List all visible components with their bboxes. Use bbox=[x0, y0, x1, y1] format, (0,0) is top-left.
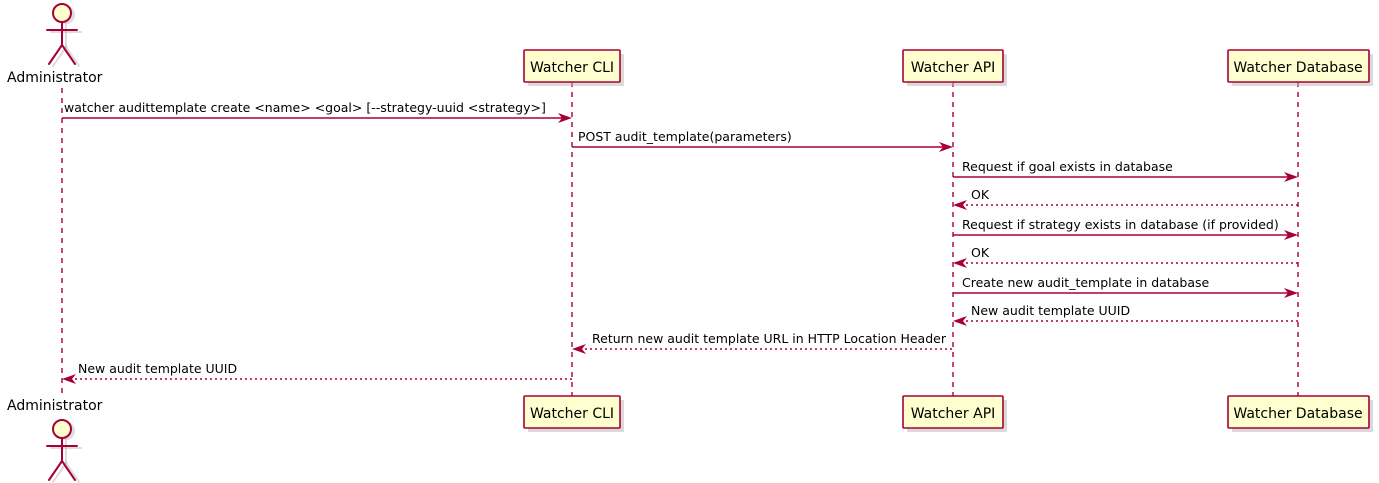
participant-box[interactable] bbox=[902, 49, 1004, 83]
participant-box[interactable] bbox=[1227, 395, 1370, 429]
participant-watcher-database-bottom[interactable]: Watcher Database bbox=[1227, 395, 1373, 432]
arrow-head-right-icon bbox=[1284, 230, 1298, 240]
participant-box[interactable] bbox=[1227, 49, 1370, 83]
message-3-request-if-goal-exists[interactable]: Request if goal exists in database bbox=[953, 159, 1298, 182]
actor-right-leg-line bbox=[61, 460, 76, 481]
arrow-head-right-icon bbox=[1284, 172, 1298, 182]
participant-label-watcher-database: Watcher Database bbox=[1233, 60, 1362, 76]
arrow-head-left-icon bbox=[953, 258, 967, 268]
participant-watcher-api-bottom[interactable]: Watcher API bbox=[902, 395, 1007, 432]
participant-label-watcher-cli: Watcher CLI bbox=[530, 60, 614, 76]
message-label: Create new audit_template in database bbox=[962, 275, 1209, 290]
arrow-head-right-icon bbox=[939, 142, 953, 152]
actor-left-leg-line bbox=[48, 460, 63, 481]
participant-watcher-api-top[interactable]: Watcher API bbox=[902, 49, 1007, 86]
actor-left-leg-line bbox=[48, 44, 63, 65]
message-1-watcher-audittemplate-create[interactable]: watcher audittemplate create <name> <goa… bbox=[62, 100, 572, 123]
participant-box[interactable] bbox=[902, 395, 1004, 429]
arrow-head-left-icon bbox=[953, 316, 967, 326]
message-label: Request if strategy exists in database (… bbox=[962, 217, 1279, 232]
message-7-create-new-audit-template[interactable]: Create new audit_template in database bbox=[953, 275, 1298, 298]
arrow-head-right-icon bbox=[558, 113, 572, 123]
arrow-head-right-icon bbox=[1284, 288, 1298, 298]
message-4-ok[interactable]: OK bbox=[953, 187, 1298, 210]
actor-head-icon bbox=[52, 3, 72, 23]
message-label: watcher audittemplate create <name> <goa… bbox=[64, 100, 546, 115]
actor-administrator-top[interactable]: Administrator bbox=[7, 3, 103, 86]
message-label: New audit template UUID bbox=[971, 303, 1130, 318]
message-8-new-audit-template-uuid[interactable]: New audit template UUID bbox=[953, 303, 1298, 326]
actor-label-administrator-bottom: Administrator bbox=[7, 398, 103, 414]
message-label: Request if goal exists in database bbox=[962, 159, 1173, 174]
participant-watcher-cli-top[interactable]: Watcher CLI bbox=[523, 49, 624, 86]
actor-label-administrator-top: Administrator bbox=[7, 70, 103, 86]
lifelines-group bbox=[61, 82, 1299, 398]
message-10-new-audit-template-uuid[interactable]: New audit template UUID bbox=[62, 361, 572, 384]
message-label: New audit template UUID bbox=[78, 361, 237, 376]
message-2-post-audit-template[interactable]: POST audit_template(parameters) bbox=[572, 129, 953, 152]
actor-administrator-bottom[interactable]: Administrator bbox=[7, 398, 103, 483]
arrow-head-left-icon bbox=[572, 344, 586, 354]
message-label: Return new audit template URL in HTTP Lo… bbox=[592, 331, 947, 346]
participant-box[interactable] bbox=[523, 395, 621, 429]
participant-label-watcher-database: Watcher Database bbox=[1233, 406, 1362, 422]
participant-label-watcher-api: Watcher API bbox=[911, 406, 996, 422]
message-5-request-if-strategy-exists[interactable]: Request if strategy exists in database (… bbox=[953, 217, 1298, 240]
arrow-head-left-icon bbox=[62, 374, 76, 384]
message-label: OK bbox=[971, 187, 990, 202]
message-6-ok[interactable]: OK bbox=[953, 245, 1298, 268]
participant-label-watcher-cli: Watcher CLI bbox=[530, 406, 614, 422]
message-9-return-audit-template-url[interactable]: Return new audit template URL in HTTP Lo… bbox=[572, 331, 953, 354]
participant-box[interactable] bbox=[523, 49, 621, 83]
actor-head-icon bbox=[52, 419, 72, 439]
participant-watcher-database-top[interactable]: Watcher Database bbox=[1227, 49, 1373, 86]
arrow-head-left-icon bbox=[953, 200, 967, 210]
message-label: OK bbox=[971, 245, 990, 260]
actor-right-leg-line bbox=[61, 44, 76, 65]
participant-label-watcher-api: Watcher API bbox=[911, 60, 996, 76]
message-label: POST audit_template(parameters) bbox=[578, 129, 792, 144]
participant-watcher-cli-bottom[interactable]: Watcher CLI bbox=[523, 395, 624, 432]
